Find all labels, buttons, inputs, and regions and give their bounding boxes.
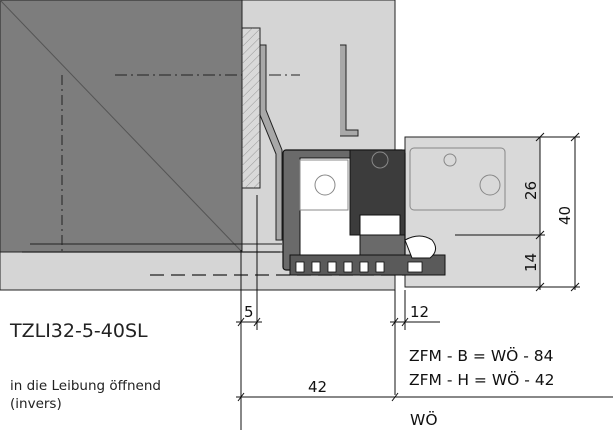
dim-5: 5 — [244, 303, 254, 321]
dimension-lines — [236, 132, 613, 430]
formula-width: ZFM - B = WÖ - 84 — [409, 347, 554, 365]
insulation-strip — [241, 27, 261, 189]
wall-opening-label: WÖ — [410, 411, 438, 429]
clip-profile — [259, 44, 359, 241]
formula-height: ZFM - H = WÖ - 42 — [409, 371, 555, 389]
aluminium-profile — [282, 147, 506, 276]
description: in die Leibung öffnend (invers) — [10, 377, 161, 413]
description-line-2: (invers) — [10, 396, 62, 412]
dim-26: 26 — [522, 181, 540, 200]
dim-14: 14 — [522, 253, 540, 272]
wall-section — [0, 0, 243, 253]
description-line-1: in die Leibung öffnend — [10, 378, 161, 394]
model-name: TZLI32-5-40SL — [10, 320, 148, 342]
dim-42: 42 — [308, 378, 327, 396]
dim-12: 12 — [410, 303, 429, 321]
dim-40: 40 — [556, 206, 574, 225]
